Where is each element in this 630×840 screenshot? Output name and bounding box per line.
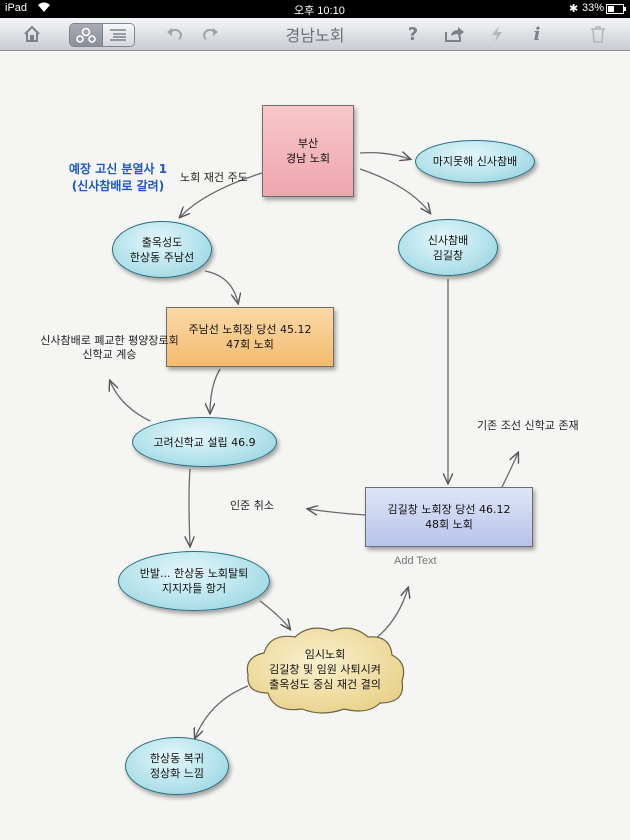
connector (195, 685, 249, 738)
info-icon: i (533, 23, 541, 45)
bluetooth-icon: ✱ (569, 3, 579, 15)
node-temporary[interactable]: 임시노회 김길창 및 임원 사퇴시켜 출옥성도 중심 재건 결의 (240, 623, 410, 715)
device-name: iPad (5, 2, 28, 14)
redo-button[interactable] (198, 22, 222, 46)
battery-percent: 33% (582, 2, 605, 14)
toolbar: 경남노회 ? i (0, 18, 630, 51)
heading-line-2: (신사참배로 갈려) (71, 179, 165, 193)
label-pyongyang[interactable]: 신사참배로 폐교한 평양장로회 신학교 계승 (40, 334, 179, 361)
node-temporary-text: 임시노회 김길창 및 임원 사퇴시켜 출옥성도 중심 재건 결의 (269, 647, 381, 691)
node-kim-elected[interactable]: 김길창 노회장 당선 46.12 48회 노회 (365, 487, 533, 547)
connector (210, 368, 221, 413)
connector (204, 270, 238, 303)
map-heading[interactable]: 예장 고신 분열사 1 (신사참배로 갈려) (48, 161, 188, 195)
connector (359, 153, 410, 159)
node-korea-seminary[interactable]: 고려신학교 설립 46.9 (132, 417, 277, 467)
info-button[interactable]: i (525, 22, 549, 46)
node-han-return[interactable]: 한상동 복귀 정상화 느낌 (125, 737, 229, 795)
connector (308, 509, 366, 516)
share-button[interactable] (441, 22, 467, 46)
clock: 오후 10:10 (294, 5, 345, 17)
undo-icon (167, 28, 183, 40)
status-bar: iPad 오후 10:10 ✱ 33% (0, 0, 630, 18)
battery-icon (606, 4, 626, 17)
connector (189, 468, 190, 546)
mindmap-view-button[interactable] (70, 24, 102, 46)
connector (501, 453, 518, 488)
lightning-icon (492, 26, 502, 42)
outline-icon (110, 29, 127, 41)
node-exiled[interactable]: 출옥성도 한상동 주남선 (112, 221, 212, 278)
connector (259, 600, 290, 629)
home-button[interactable] (20, 22, 44, 46)
connector (374, 588, 408, 640)
outline-view-button[interactable] (101, 24, 134, 46)
label-cancel[interactable]: 인준 취소 (230, 499, 274, 512)
view-toggle (69, 23, 135, 47)
connector (180, 172, 263, 217)
mindmap-icon (75, 27, 96, 43)
label-rebuild[interactable]: 노회 재건 주도 (180, 171, 248, 184)
connector-layer (0, 51, 630, 840)
node-busan[interactable]: 부산 경남 노회 (262, 105, 354, 197)
undo-button[interactable] (163, 22, 187, 46)
node-unrepentant[interactable]: 마지못해 신사참배 (415, 140, 535, 183)
help-icon: ? (407, 23, 419, 45)
add-text-placeholder[interactable]: Add Text (394, 555, 437, 567)
connector (359, 168, 430, 213)
flash-button[interactable] (485, 22, 509, 46)
cloud-shape (246, 627, 405, 714)
connector (110, 381, 151, 422)
redo-icon (202, 28, 218, 40)
trash-icon (591, 26, 605, 43)
delete-button[interactable] (586, 22, 610, 46)
node-ju-elected[interactable]: 주남선 노회장 당선 45.12 47회 노회 (166, 307, 334, 367)
label-existing[interactable]: 기존 조선 신학교 존재 (477, 419, 579, 432)
document-title: 경남노회 (285, 26, 345, 45)
node-backlash[interactable]: 반발... 한상동 노회탈퇴 지지자들 항거 (118, 551, 270, 611)
share-icon (445, 27, 464, 42)
node-shrine-kim[interactable]: 신사참배 김길창 (398, 219, 498, 276)
mindmap-canvas[interactable]: 예장 고신 분열사 1 (신사참배로 갈려) 부산 경남 노회 마지못해 신사참… (0, 51, 630, 840)
heading-line-1: 예장 고신 분열사 1 (68, 162, 168, 176)
help-button[interactable]: ? (401, 22, 425, 46)
wifi-icon (37, 1, 51, 16)
home-icon (24, 25, 40, 42)
